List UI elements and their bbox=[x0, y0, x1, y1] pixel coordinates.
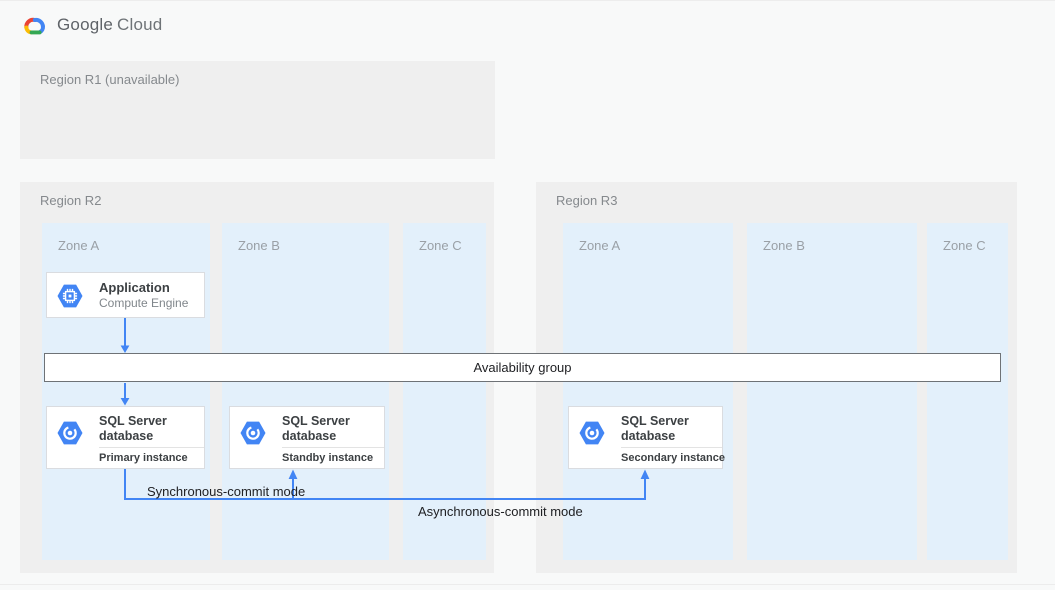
divider bbox=[621, 447, 722, 448]
zone-label: Zone A bbox=[58, 238, 100, 253]
zone-label: Zone C bbox=[419, 238, 462, 253]
zone-label: Zone B bbox=[763, 238, 805, 253]
divider bbox=[282, 447, 384, 448]
page-bottom-divider bbox=[0, 584, 1055, 585]
sql-node-title: SQL Server database bbox=[621, 414, 689, 443]
availability-group-label: Availability group bbox=[473, 360, 572, 375]
sql-server-database-icon bbox=[240, 421, 266, 445]
sql-node-title: SQL Server database bbox=[282, 414, 350, 443]
availability-group-bar: Availability group bbox=[44, 353, 1001, 382]
region-r2-zone-c: Zone C bbox=[403, 223, 486, 560]
application-subtitle: Compute Engine bbox=[99, 296, 189, 310]
sql-server-database-icon bbox=[579, 421, 605, 445]
google-cloud-logo-icon bbox=[24, 17, 45, 35]
region-r1-label: Region R1 (unavailable) bbox=[40, 72, 180, 87]
asynchronous-commit-label: Asynchronous-commit mode bbox=[418, 504, 583, 519]
brand-google: Google bbox=[57, 15, 114, 34]
region-r3-zone-b: Zone B bbox=[747, 223, 917, 560]
sql-standby-node: SQL Server database Standby instance bbox=[229, 406, 385, 469]
region-r3-zone-a: Zone A bbox=[563, 223, 733, 560]
sql-instance-label: Secondary instance bbox=[621, 452, 725, 464]
divider bbox=[99, 447, 204, 448]
zone-label: Zone A bbox=[579, 238, 621, 253]
sql-instance-label: Primary instance bbox=[99, 452, 188, 464]
region-r1: Region R1 (unavailable) bbox=[20, 61, 495, 159]
region-r3-zone-c: Zone C bbox=[927, 223, 1008, 560]
compute-engine-icon bbox=[57, 284, 83, 308]
sql-instance-label: Standby instance bbox=[282, 452, 374, 464]
region-r3-label: Region R3 bbox=[556, 193, 618, 208]
sql-node-title: SQL Server database bbox=[99, 414, 167, 443]
region-r2-label: Region R2 bbox=[40, 193, 102, 208]
region-r2-zone-b: Zone B bbox=[222, 223, 389, 560]
zone-label: Zone B bbox=[238, 238, 280, 253]
brand-cloud: Cloud bbox=[117, 15, 163, 34]
application-title: Application bbox=[99, 280, 170, 295]
zone-label: Zone C bbox=[943, 238, 986, 253]
sql-secondary-node: SQL Server database Secondary instance bbox=[568, 406, 725, 469]
application-node: Application Compute Engine bbox=[46, 272, 205, 318]
sql-primary-node: SQL Server database Primary instance bbox=[46, 406, 205, 469]
synchronous-commit-label: Synchronous-commit mode bbox=[147, 484, 306, 499]
sql-server-database-icon bbox=[57, 421, 83, 445]
